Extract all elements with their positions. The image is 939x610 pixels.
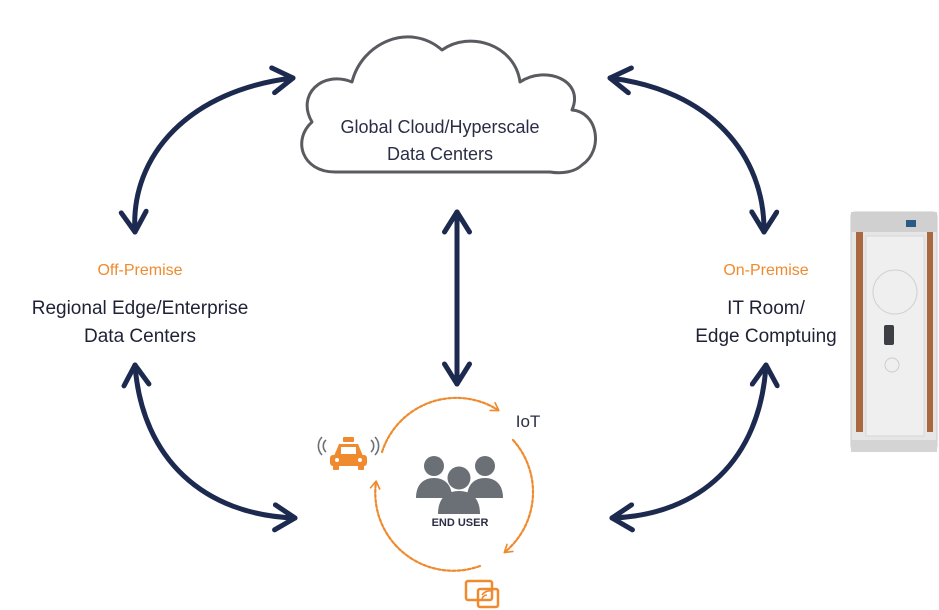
on-premise-label: IT Room/ Edge Comptuing	[656, 295, 876, 351]
on-premise-line1: IT Room/	[727, 298, 805, 319]
on-premise-tag: On-Premise	[723, 262, 809, 279]
off-premise-line1: Regional Edge/Enterprise	[31, 298, 249, 319]
cloud-label-line2: Data Centers	[386, 144, 494, 164]
iot-label: IoT	[515, 412, 541, 431]
end-user-label: END USER	[431, 517, 489, 529]
off-premise-tag: Off-Premise	[97, 262, 183, 279]
arrow-cloud-offpremise	[118, 65, 296, 235]
on-premise-line2: Edge Comptuing	[695, 326, 837, 347]
taxi-icon	[317, 436, 380, 470]
it-rack-cabinet	[850, 211, 938, 452]
cloud-label-line1: Global Cloud/Hyperscale	[340, 117, 540, 137]
arrow-onpremise-enduser	[609, 362, 780, 533]
arrow-cloud-onpremise	[607, 65, 780, 235]
cloud-shape	[300, 35, 597, 175]
arrow-offpremise-enduser	[121, 362, 298, 533]
end-user-cycle-arrows	[369, 396, 535, 572]
cast-device-icon	[464, 579, 500, 609]
off-premise-label: Regional Edge/Enterprise Data Centers	[0, 295, 280, 351]
off-premise-line2: Data Centers	[84, 326, 196, 347]
users-icon	[416, 456, 503, 514]
cloud-label: Global Cloud/Hyperscale Data Centers	[310, 114, 570, 168]
